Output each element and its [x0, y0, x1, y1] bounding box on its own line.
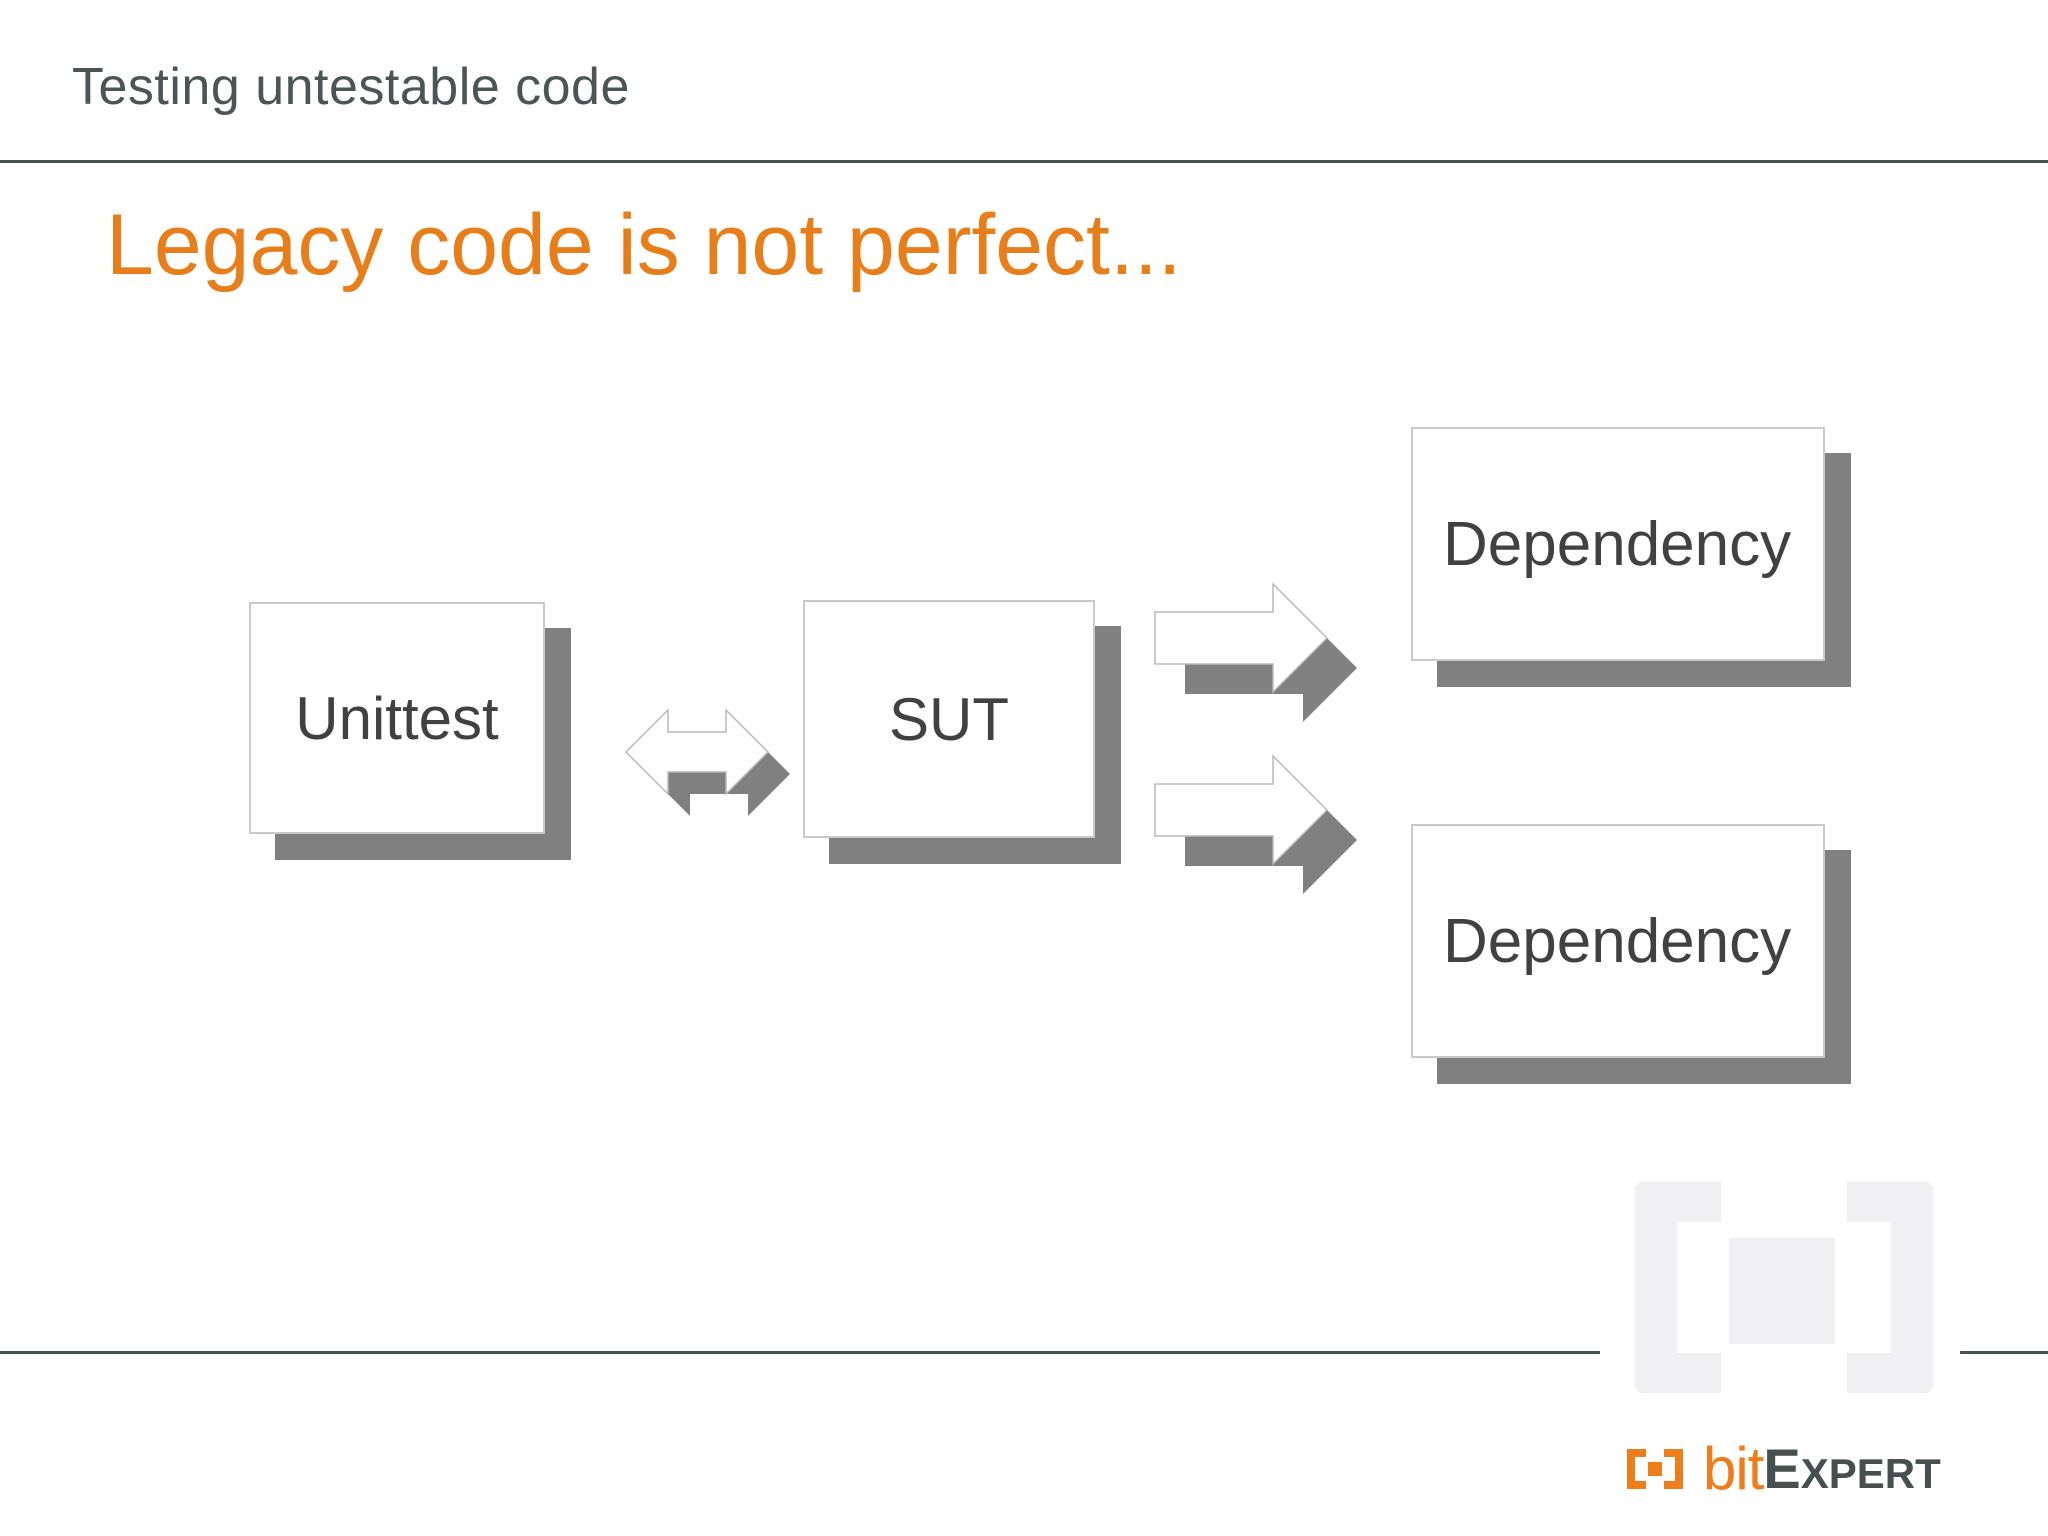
footer-divider-right: [1960, 1351, 2048, 1354]
bracket-square-icon: [1625, 1447, 1685, 1491]
arrow-face: [1154, 582, 1329, 694]
node-dependency-1: Dependency: [1411, 427, 1851, 687]
watermark-bracket-square-icon: [1629, 1160, 1939, 1415]
node-face: Dependency: [1411, 427, 1825, 661]
logo-text-bit: bit: [1703, 1435, 1764, 1502]
node-dependency-2-label: Dependency: [1443, 906, 1792, 976]
arrow-sut-dependency-1: [1154, 580, 1385, 740]
node-sut-label: SUT: [889, 685, 1009, 753]
node-unittest: Unittest: [249, 602, 571, 860]
header-title: Testing untestable code: [72, 58, 630, 116]
logo-text-expert: EXPERT: [1763, 1441, 1940, 1497]
node-face: Unittest: [249, 602, 545, 834]
node-face: SUT: [803, 600, 1095, 838]
logo-text-expert-rest: XPERT: [1800, 1450, 1941, 1497]
node-sut: SUT: [803, 600, 1121, 864]
arrow-sut-dependency-2: [1154, 752, 1385, 912]
node-dependency-1-label: Dependency: [1443, 509, 1792, 579]
footer-logo: bit EXPERT: [1625, 1437, 1941, 1501]
node-unittest-label: Unittest: [295, 684, 499, 752]
arrow-face: [1154, 754, 1329, 866]
footer-divider-left: [0, 1351, 1600, 1354]
node-dependency-2: Dependency: [1411, 824, 1851, 1084]
page-title: Legacy code is not perfect...: [106, 197, 1182, 293]
header-divider: [0, 160, 2048, 163]
arrow-face: [624, 708, 770, 796]
arrow-unittest-sut: [592, 680, 802, 825]
node-face: Dependency: [1411, 824, 1825, 1058]
logo-text-expert-cap: E: [1763, 1437, 1801, 1500]
